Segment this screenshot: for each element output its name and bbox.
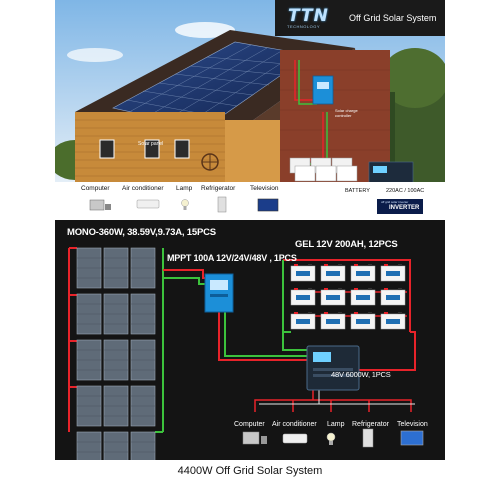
brand-title: Off Grid Solar System bbox=[349, 13, 437, 23]
solar-panel bbox=[130, 339, 156, 381]
photo-inverter-sub: off grid solar inverter bbox=[381, 200, 409, 204]
page-caption: 4400W Off Grid Solar System bbox=[177, 465, 323, 477]
solar-panel bbox=[76, 339, 102, 381]
brand-header bbox=[275, 0, 445, 36]
solar-panel bbox=[103, 247, 129, 289]
photo-controller-label: Solar charge controller bbox=[335, 108, 358, 118]
load-label: Computer bbox=[234, 421, 265, 428]
solar-panel bbox=[76, 293, 102, 335]
battery bbox=[320, 264, 346, 282]
photo-ac-label: 220AC / 100AC bbox=[386, 188, 425, 194]
mppt-controller bbox=[204, 273, 234, 313]
computer-tower-icon bbox=[261, 436, 267, 444]
solar-panel-array bbox=[76, 247, 156, 460]
photo-appliance-icons bbox=[89, 196, 423, 214]
battery bbox=[350, 288, 376, 306]
solar-panel bbox=[76, 431, 102, 460]
solar-panel bbox=[76, 385, 102, 427]
solar-panel bbox=[130, 293, 156, 335]
battery-bank bbox=[290, 264, 406, 330]
solar-panel bbox=[130, 431, 156, 460]
computer-tower-icon bbox=[105, 204, 111, 210]
computer-icon bbox=[242, 431, 260, 445]
photo-controller bbox=[312, 75, 334, 105]
battery bbox=[290, 288, 316, 306]
wiring-diagram: MONO-360W, 38.59V,9.73A, 15PCS MPPT 100A… bbox=[55, 220, 445, 460]
solar-panel bbox=[130, 247, 156, 289]
solar-panel bbox=[103, 385, 129, 427]
computer-icon bbox=[89, 199, 105, 211]
panels-spec-label: MONO-360W, 38.59V,9.73A, 15PCS bbox=[67, 227, 216, 238]
refrigerator-icon bbox=[362, 428, 374, 448]
battery bbox=[290, 312, 316, 330]
photo-solar-panel-label: Solar panel bbox=[138, 141, 164, 147]
battery-spec-label: GEL 12V 200AH, 12PCS bbox=[295, 239, 398, 250]
battery bbox=[380, 264, 406, 282]
load-icons bbox=[242, 428, 424, 448]
inverter-spec-label: 48V 6000W, 1PCS bbox=[331, 370, 391, 379]
photo-appliance-label: Refrigerator bbox=[201, 185, 236, 192]
battery bbox=[350, 312, 376, 330]
photo-appliance-label: Lamp bbox=[176, 185, 193, 192]
air-conditioner-icon bbox=[136, 199, 160, 209]
house-photo: TTN TECHNOLOGY Off Grid Solar System Sol… bbox=[55, 0, 445, 220]
brand-logo-subtext: TECHNOLOGY bbox=[287, 24, 321, 29]
battery bbox=[380, 288, 406, 306]
television-icon bbox=[400, 430, 424, 446]
battery bbox=[290, 264, 316, 282]
load-label: Air conditioner bbox=[272, 421, 317, 428]
solar-panel bbox=[103, 339, 129, 381]
television-icon bbox=[257, 198, 279, 212]
wiring-diagram-svg bbox=[68, 247, 424, 460]
battery bbox=[320, 312, 346, 330]
off-grid-inverter bbox=[306, 345, 360, 391]
solar-panel bbox=[103, 431, 129, 460]
load-label: Lamp bbox=[327, 421, 345, 428]
battery bbox=[350, 264, 376, 282]
inverter-badge bbox=[377, 199, 423, 214]
solar-panel bbox=[103, 293, 129, 335]
photo-battery-label: BATTERY bbox=[345, 188, 370, 194]
photo-inverter-label: INVERTER bbox=[389, 205, 420, 211]
lamp-icon bbox=[181, 199, 189, 207]
controller-spec-label: MPPT 100A 12V/24V/48V , 1PCS bbox=[167, 253, 297, 263]
solar-panel bbox=[76, 247, 102, 289]
solar-panel bbox=[130, 385, 156, 427]
brand-logo: TTN bbox=[288, 6, 329, 26]
battery bbox=[320, 288, 346, 306]
photo-appliance-label: Computer bbox=[81, 185, 110, 192]
roof-solar-panels bbox=[112, 41, 311, 129]
battery bbox=[380, 312, 406, 330]
refrigerator-icon bbox=[217, 196, 227, 213]
photo-appliance-label: Television bbox=[250, 185, 279, 192]
load-label: Refrigerator bbox=[352, 421, 389, 428]
photo-appliance-strip: Computer Air conditioner Lamp Refrigerat… bbox=[55, 182, 445, 220]
load-label: Television bbox=[397, 421, 428, 428]
air-conditioner-icon bbox=[282, 433, 308, 444]
lamp-icon bbox=[326, 432, 336, 442]
photo-appliance-label: Air conditioner bbox=[122, 185, 164, 192]
photo-batteries bbox=[289, 157, 358, 182]
